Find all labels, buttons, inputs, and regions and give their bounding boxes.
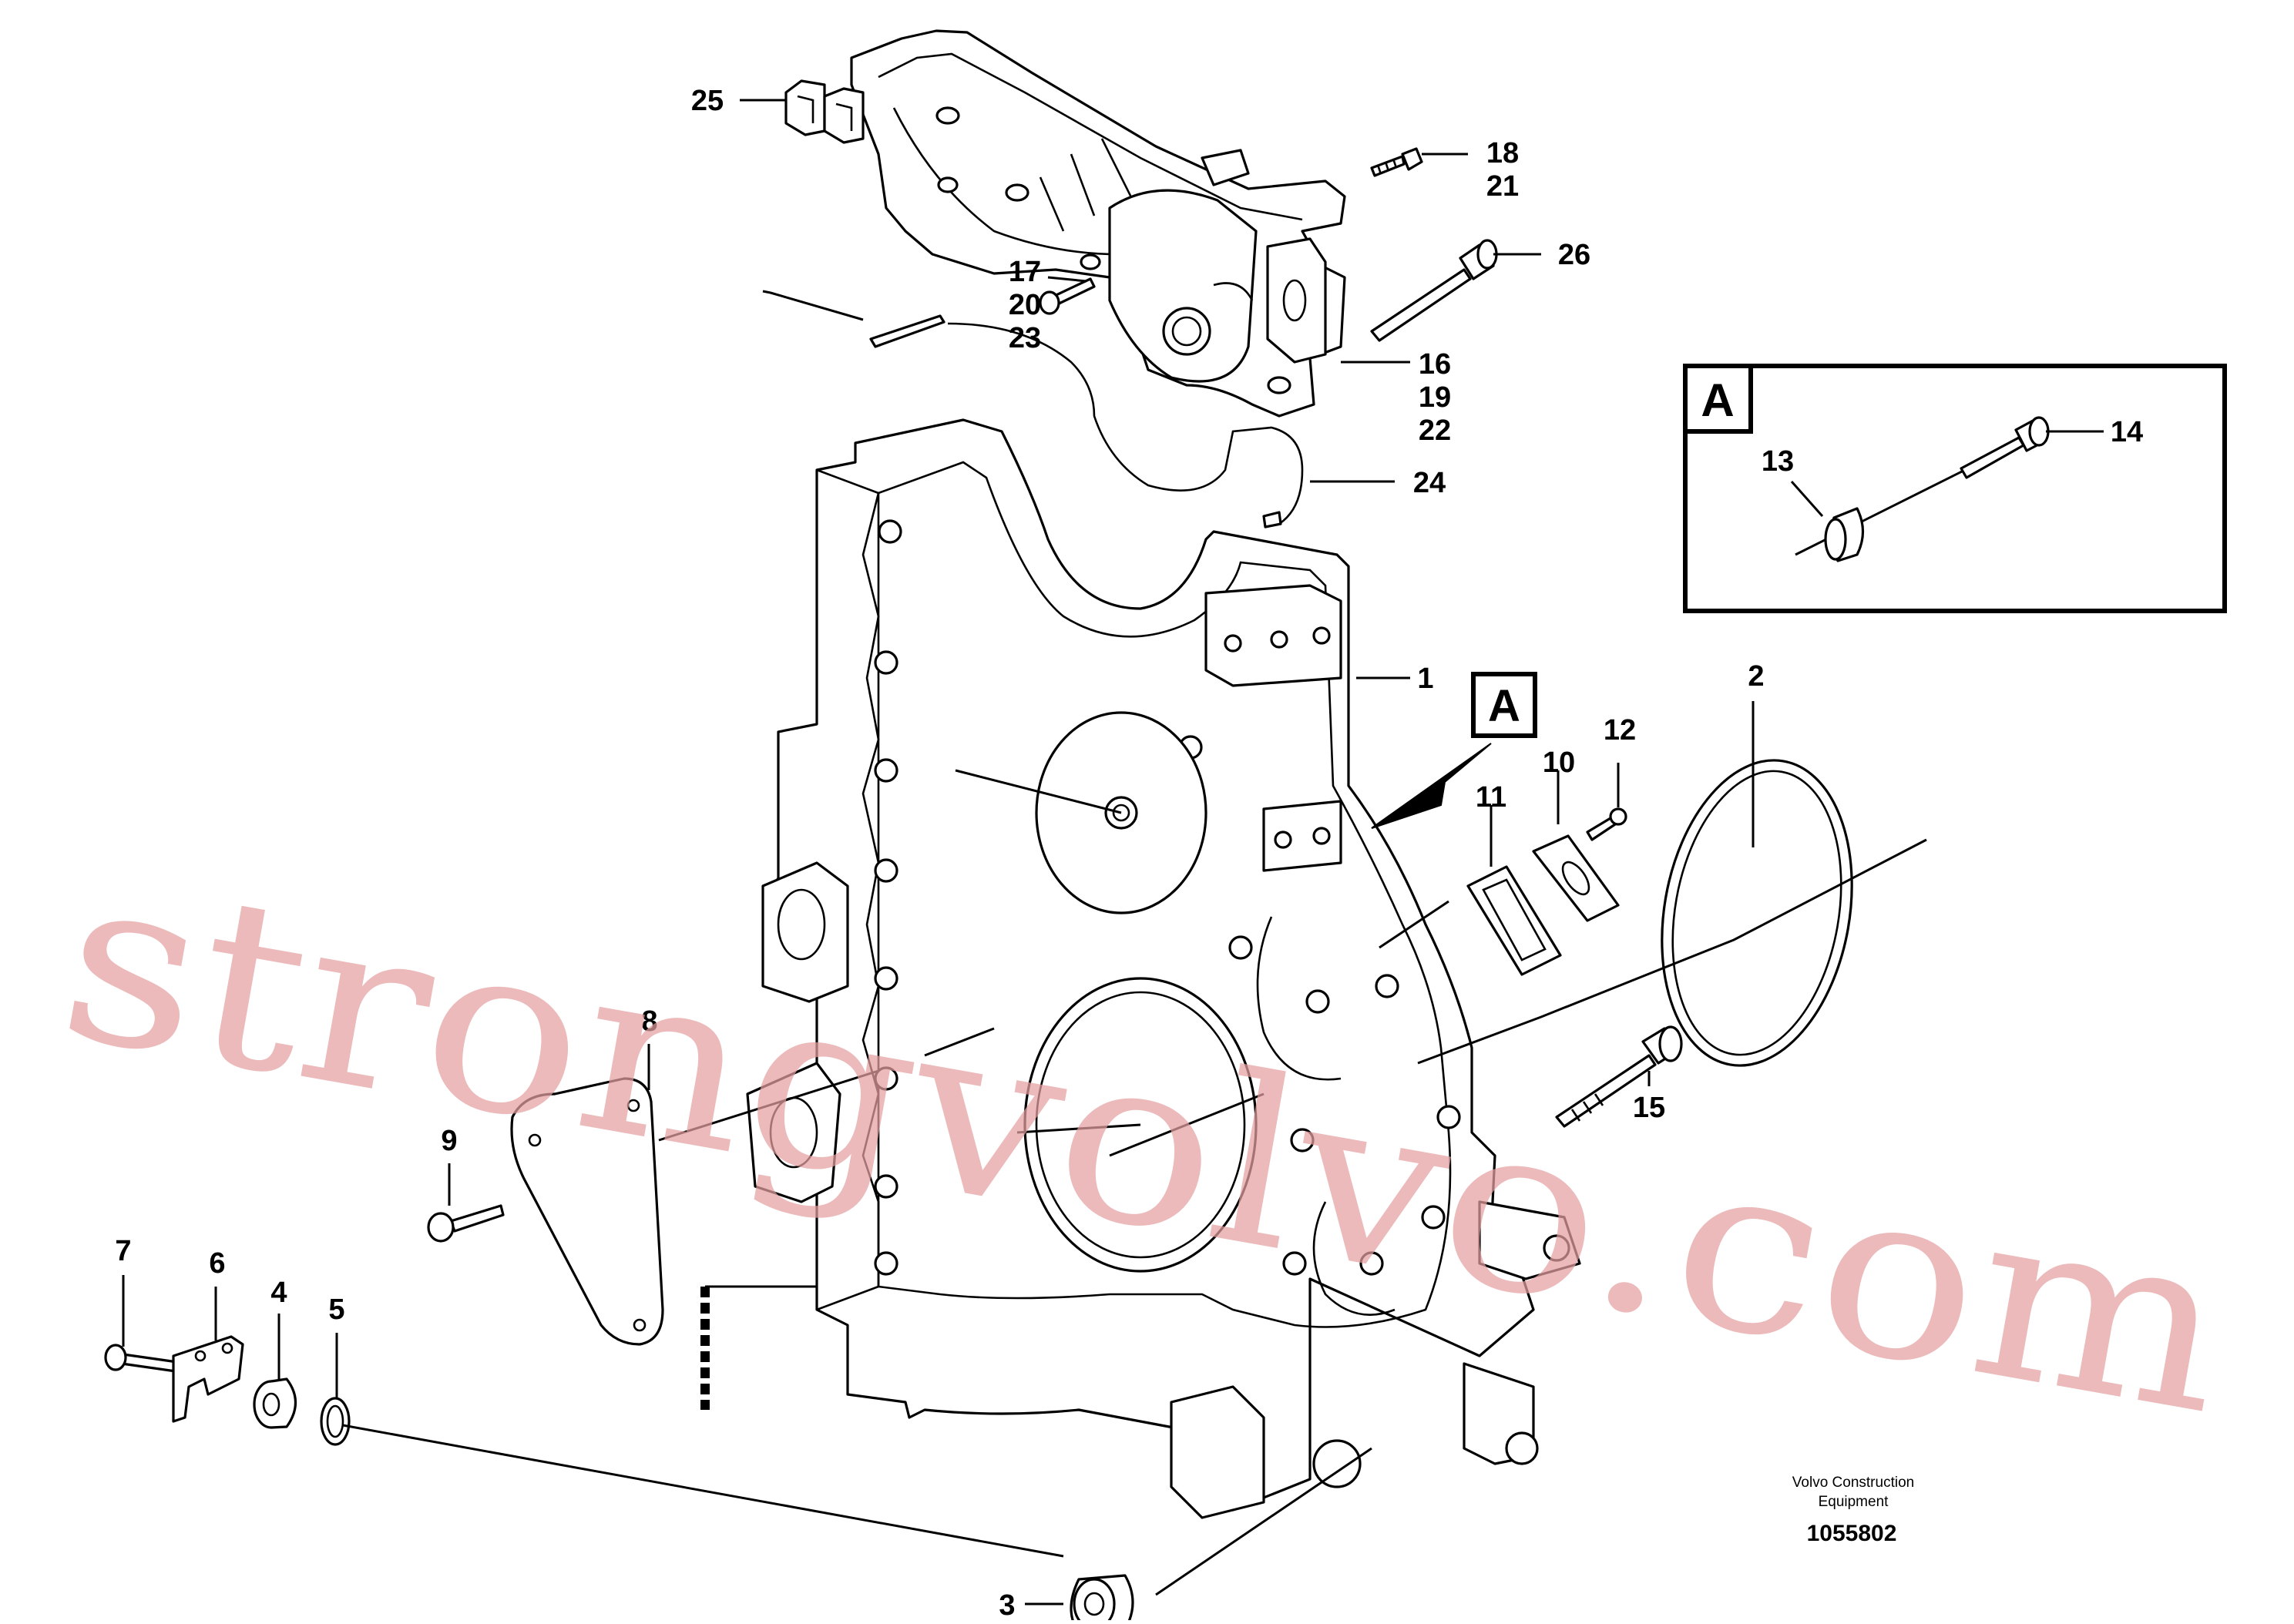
callout-20: 20 <box>1009 289 1041 321</box>
callout-10: 10 <box>1543 747 1575 779</box>
bolt-part-18 <box>1370 147 1423 177</box>
detail-frame <box>1683 364 2227 613</box>
credit-line-2: Equipment <box>1819 1494 1889 1510</box>
detail-marker-label: A <box>1488 681 1520 731</box>
timing-gear-cover <box>746 418 1581 1519</box>
bushing-part-4 <box>253 1377 297 1429</box>
cover-plate-part-8 <box>510 1077 664 1346</box>
plug-part-3 <box>1070 1574 1134 1624</box>
detail-label: A <box>1701 374 1734 426</box>
detail-a-marker: A <box>1371 672 1537 829</box>
screw-part-12 <box>1586 807 1627 841</box>
callout-22: 22 <box>1419 414 1451 447</box>
callout-24: 24 <box>1413 467 1446 499</box>
callout-numbers: 1 2 3 4 5 6 7 8 9 10 11 12 15 16 19 22 1… <box>115 85 1764 1622</box>
callout-6: 6 <box>209 1247 225 1280</box>
callout-3: 3 <box>999 1589 1015 1620</box>
callout-8: 8 <box>641 1005 657 1038</box>
callout-26: 26 <box>1558 239 1590 271</box>
callout-25: 25 <box>691 85 724 117</box>
callout-4: 4 <box>270 1277 287 1309</box>
seal-part-11 <box>1466 865 1562 976</box>
callout-19: 19 <box>1419 381 1451 414</box>
callout-18: 18 <box>1486 137 1519 169</box>
callout-2: 2 <box>1748 660 1764 693</box>
callout-13: 13 <box>1762 445 1794 478</box>
bolt-part-26 <box>1370 239 1498 342</box>
callout-16: 16 <box>1419 348 1451 381</box>
callout-21: 21 <box>1486 170 1519 203</box>
callout-17: 17 <box>1009 256 1041 288</box>
detail-view-a: A 14 13 <box>1683 364 2227 613</box>
callout-leaders <box>122 99 1755 1606</box>
bolt-part-15 <box>1555 1025 1683 1128</box>
bolt-part-7 <box>104 1344 179 1373</box>
credit-block: Volvo Construction Equipment 1055802 <box>1792 1475 1914 1546</box>
gasket-part-23 <box>869 314 1304 528</box>
callout-5: 5 <box>328 1293 344 1326</box>
callout-1: 1 <box>1417 663 1433 695</box>
callout-7: 7 <box>115 1235 131 1267</box>
credit-line-1: Volvo Construction <box>1792 1475 1914 1491</box>
upper-timing-cover <box>850 29 1346 418</box>
document-number: 1055802 <box>1807 1521 1897 1546</box>
callout-12: 12 <box>1604 714 1636 747</box>
cover-part-10 <box>1532 834 1620 922</box>
callout-23: 23 <box>1009 322 1041 354</box>
detail-label-box <box>1683 364 1753 434</box>
assembly-lines <box>342 290 1927 1596</box>
callout-14: 14 <box>2111 416 2143 448</box>
o-ring-part-2 <box>1661 759 1853 1067</box>
bracket-part-6 <box>172 1335 244 1423</box>
ring-part-5 <box>320 1397 351 1446</box>
clip-part-25 <box>784 79 865 144</box>
bolt-part-17 <box>1039 277 1096 315</box>
callout-9: 9 <box>441 1125 457 1157</box>
callout-11: 11 <box>1476 781 1506 814</box>
callout-15: 15 <box>1633 1092 1665 1124</box>
bolt-part-9 <box>427 1204 505 1243</box>
